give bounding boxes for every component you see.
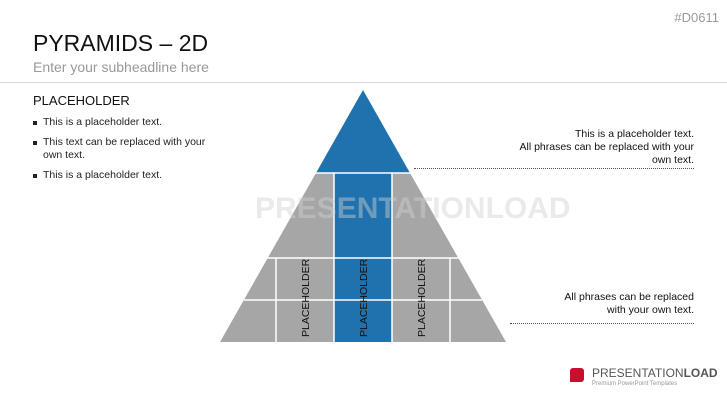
column-label: PLACEHOLDER bbox=[416, 258, 428, 337]
logo-icon bbox=[570, 368, 584, 382]
callout-top-line bbox=[414, 168, 694, 169]
logo-name: PRESENTATION bbox=[592, 366, 684, 380]
pyramid-top bbox=[316, 90, 410, 173]
callout-line: This is a placeholder text. bbox=[574, 128, 694, 140]
callout-line: with your own text. bbox=[607, 304, 694, 316]
list-item: This is a placeholder text. bbox=[33, 169, 223, 182]
placeholder-heading: PLACEHOLDER bbox=[33, 93, 130, 108]
subheadline: Enter your subheadline here bbox=[33, 59, 209, 75]
callout-top: This is a placeholder text. All phrases … bbox=[519, 128, 694, 167]
list-item: This text can be replaced with your own … bbox=[33, 136, 223, 162]
callout-line: All phrases can be replaced bbox=[564, 291, 694, 303]
logo-tagline: Premium PowerPoint Templates bbox=[592, 381, 678, 387]
callout-line: own text. bbox=[651, 154, 694, 166]
callout-line: All phrases can be replaced with your bbox=[519, 141, 694, 153]
column-label: PLACEHOLDER bbox=[358, 258, 370, 337]
callout-bottom-line bbox=[510, 323, 694, 324]
page-title: PYRAMIDS – 2D bbox=[33, 30, 209, 56]
slide-code: #D0611 bbox=[674, 10, 719, 25]
watermark: PRESENTATIONLOAD bbox=[255, 192, 571, 225]
list-item: This is a placeholder text. bbox=[33, 116, 223, 129]
callout-bottom: All phrases can be replaced with your ow… bbox=[564, 291, 694, 317]
column-label: PLACEHOLDER bbox=[300, 258, 312, 337]
bullet-list: This is a placeholder text. This text ca… bbox=[33, 116, 223, 189]
logo-bold: LOAD bbox=[683, 366, 718, 380]
divider bbox=[0, 82, 727, 83]
